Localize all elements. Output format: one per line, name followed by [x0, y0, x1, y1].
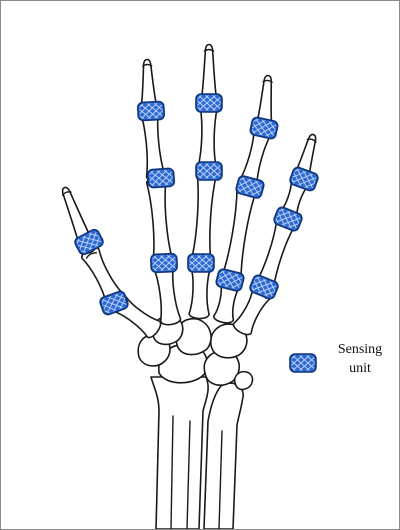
legend-label-line-2: unit [329, 359, 391, 378]
legend-label-line-1: Sensing [329, 340, 391, 359]
middle-phalanx-2 [191, 169, 216, 265]
ulna-bone [204, 383, 243, 529]
index-phalanx-2 [146, 177, 172, 266]
sensing-unit-middle-distal [169, 94, 245, 112]
forearm-bones [151, 377, 243, 529]
finger-thumb [57, 185, 163, 340]
radius-bone [151, 377, 208, 529]
sensing-unit-index-distal [111, 100, 188, 122]
sensing-unit-middle-middle [169, 162, 245, 180]
finger-bones [57, 45, 320, 340]
carpal-pisiform [235, 372, 253, 390]
sensing-unit-index-middle [120, 167, 197, 190]
finger-index [139, 59, 181, 326]
legend-sensing-unit-icon [263, 354, 339, 372]
finger-middle [189, 45, 218, 319]
legend-sensing-unit-swatch [263, 354, 339, 372]
